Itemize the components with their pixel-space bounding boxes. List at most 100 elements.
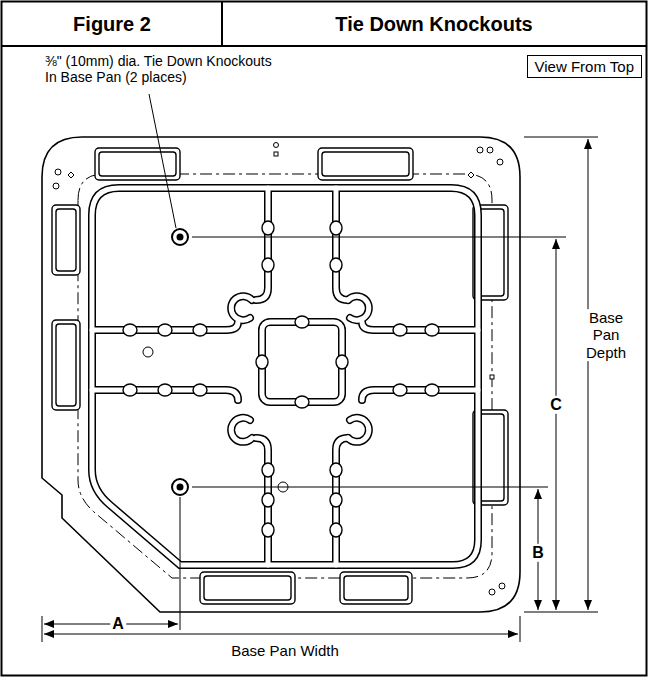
rib-bump (393, 384, 407, 396)
rib (262, 322, 342, 402)
rib-bump (330, 493, 342, 507)
hole (53, 183, 59, 189)
dimension-label: Base Pan Depth (578, 309, 634, 361)
slot (340, 572, 412, 604)
slot (200, 572, 295, 604)
rib-bump (330, 221, 342, 235)
dimension-line (556, 239, 557, 610)
rib-bumps (123, 221, 439, 537)
rib-bump (425, 324, 439, 336)
rib-bump (123, 384, 137, 396)
rib-bump (262, 523, 274, 537)
rib-bump (330, 523, 342, 537)
rib-bump (295, 396, 309, 408)
hole (477, 147, 483, 153)
rib-bump (425, 384, 439, 396)
mark (68, 172, 74, 178)
dashed-outline (78, 174, 492, 578)
extension-line (520, 616, 521, 642)
rib-bump (158, 384, 172, 396)
tie-down-knockouts (172, 229, 188, 495)
rib (256, 188, 268, 300)
rib-bump (295, 316, 309, 328)
dimension-label: Base Pan Width (229, 642, 341, 659)
knockout-center (177, 234, 184, 241)
rib-bump (262, 493, 274, 507)
rib-bump (262, 463, 274, 477)
mark (490, 375, 494, 379)
extension-line (524, 612, 598, 613)
rib (92, 188, 478, 565)
extension-line (192, 487, 548, 488)
rib (362, 390, 478, 400)
hole (143, 347, 153, 357)
rib (336, 188, 348, 300)
mark (274, 152, 278, 156)
rib-hook (348, 296, 369, 320)
dimension-lines (44, 139, 588, 634)
mark (468, 172, 474, 178)
rib-inner (92, 188, 478, 565)
dimension-label: B (530, 544, 546, 562)
slot (56, 209, 76, 271)
rib (92, 188, 478, 565)
header-rule (2, 45, 647, 47)
rib-bump (256, 355, 268, 369)
extension-line (42, 616, 43, 642)
slot (52, 205, 80, 275)
knockout (172, 229, 188, 245)
slot (318, 148, 413, 180)
rib-bump (262, 221, 274, 235)
rib (256, 188, 268, 300)
slot (344, 576, 408, 600)
figure-title: Tie Down Knockouts (335, 13, 532, 36)
rib-hook (231, 418, 252, 442)
rib-hook (348, 418, 369, 442)
slot (52, 320, 80, 410)
hole (487, 147, 493, 153)
rib-bump (336, 355, 348, 369)
rib-bump (330, 463, 342, 477)
dimension-label: C (548, 396, 564, 414)
view-note-box: View From Top (527, 55, 643, 78)
slot (204, 576, 291, 600)
rib-bump (123, 324, 137, 336)
rib (362, 322, 478, 330)
extension-line (180, 497, 181, 630)
knockout (172, 479, 188, 495)
extension-line (524, 137, 598, 138)
extension-line (192, 237, 566, 238)
knockout-center (177, 484, 184, 491)
rib-bump (158, 324, 172, 336)
extension-lines (42, 137, 598, 642)
box-text: View From Top (535, 58, 635, 75)
rib-hook (231, 296, 252, 320)
rib-hook (348, 418, 369, 442)
rib-hook (231, 418, 252, 442)
header-divider (221, 2, 223, 47)
rib-hook (231, 296, 252, 320)
hole (499, 583, 505, 589)
slot (56, 324, 76, 406)
slot (95, 148, 180, 180)
hole (489, 589, 495, 595)
rib (362, 322, 478, 330)
rib (336, 188, 348, 300)
dimension-label: A (110, 615, 126, 633)
small-holes (53, 143, 505, 596)
hole (497, 159, 503, 165)
rib-bump (193, 324, 207, 336)
hole (274, 143, 279, 148)
hole (55, 169, 61, 175)
leader-line (149, 94, 176, 228)
dimension-line (44, 634, 518, 635)
rib-bump (262, 258, 274, 272)
rib-hook (348, 296, 369, 320)
rib-outline (92, 188, 478, 565)
rib-bump (330, 258, 342, 272)
callout-note: ⅜" (10mm) dia. Tie Down Knockouts In Bas… (45, 53, 279, 85)
slot (322, 152, 409, 176)
